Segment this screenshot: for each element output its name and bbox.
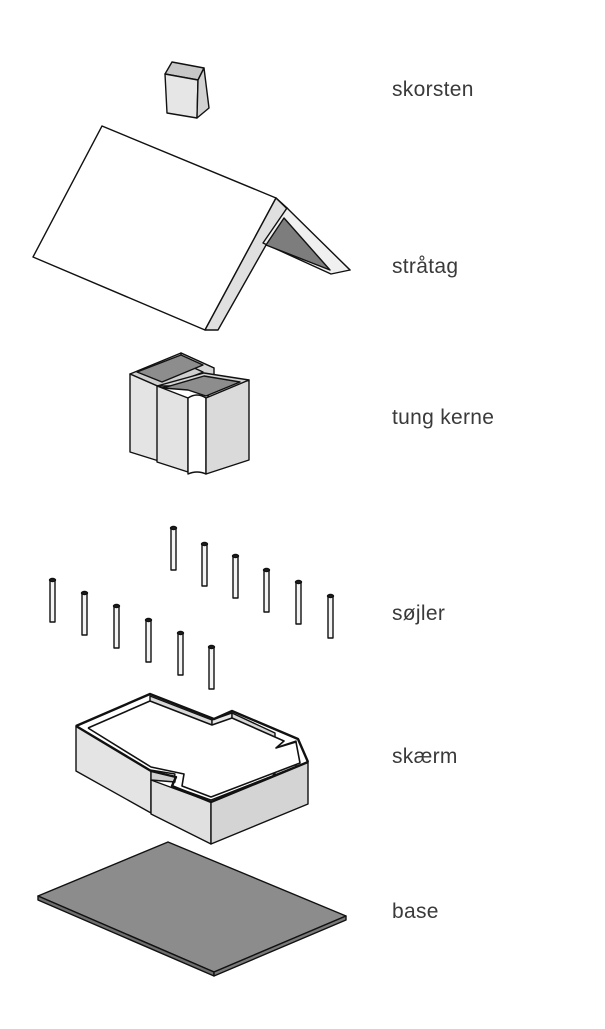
column: [144, 617, 153, 663]
label-core: tung kerne: [392, 406, 495, 429]
column: [169, 525, 178, 571]
column: [326, 593, 335, 639]
label-roof: stråtag: [392, 255, 459, 278]
label-chimney: skorsten: [392, 78, 474, 101]
label-columns: søjler: [392, 602, 446, 625]
column: [200, 541, 209, 587]
column: [80, 590, 89, 636]
column: [231, 553, 240, 599]
core-shape: [129, 352, 250, 475]
column: [207, 644, 216, 690]
columns-shape: [48, 525, 335, 690]
screen-shape: [75, 692, 310, 845]
roof-shape: [32, 125, 351, 331]
label-base: base: [392, 900, 439, 923]
column: [48, 577, 57, 623]
column: [112, 603, 121, 649]
base-shape: [37, 841, 347, 977]
column: [176, 630, 185, 676]
column: [294, 579, 303, 625]
column: [262, 567, 271, 613]
label-screen: skærm: [392, 745, 458, 768]
chimney-shape: [164, 61, 210, 119]
